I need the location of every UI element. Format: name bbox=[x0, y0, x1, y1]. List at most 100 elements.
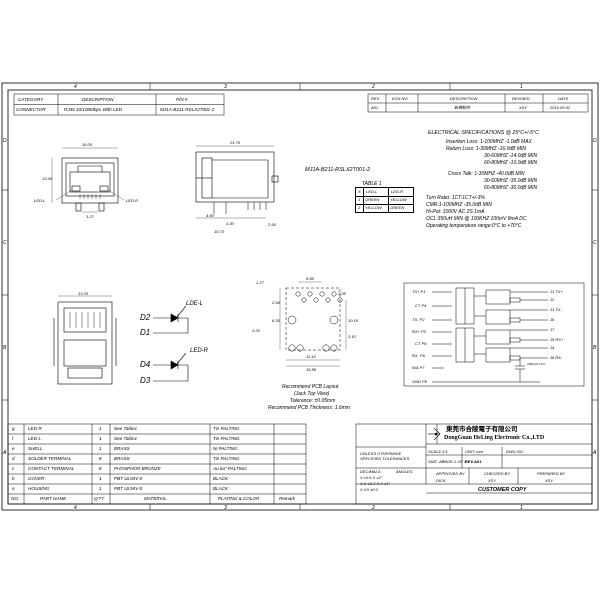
customer-copy-label: CUSTOMER COPY bbox=[478, 487, 527, 493]
unit: UNIT: mm bbox=[465, 449, 483, 454]
schematic-pin-left: GND P8 bbox=[412, 379, 427, 384]
dim-pcb: 3.25 bbox=[252, 328, 260, 333]
led-table-cell: GREEN bbox=[365, 197, 380, 202]
dim-pcb: 1.27 bbox=[256, 280, 264, 285]
bom-cell: LED-R bbox=[28, 426, 42, 431]
dim-front-width: 16.00 bbox=[82, 142, 93, 147]
bom-cell: 1 bbox=[99, 436, 102, 441]
col-number-1: 1 bbox=[520, 84, 523, 90]
bom-cell: 1 bbox=[99, 486, 102, 491]
bom-header-remark: Remark bbox=[279, 496, 296, 501]
dim-pcb: 2.54 bbox=[272, 300, 280, 305]
bom-cell: 8 bbox=[99, 466, 102, 471]
led-label-d1: D1 bbox=[140, 328, 151, 337]
led-label-led-r: LED-R bbox=[190, 348, 209, 354]
row-letter-a: A bbox=[3, 450, 7, 456]
dim-side-d: 2.54 bbox=[268, 222, 276, 227]
dim-bottom-width: 13.20 bbox=[78, 291, 89, 296]
led-table-cell: YELLOW bbox=[390, 197, 407, 202]
spec-line-9: CMR:1-100MHZ -35.0dB MIN bbox=[426, 202, 492, 208]
bom-cell: Tin PALTING bbox=[213, 426, 240, 431]
col-number-2-bottom: 2 bbox=[372, 505, 375, 511]
checked-by-label: CHECKED BY bbox=[484, 471, 511, 476]
row-letter-d: D bbox=[3, 138, 7, 144]
dim-pcb: 10.16 bbox=[348, 318, 359, 323]
pcb-caption: Recommend PCB Layout bbox=[282, 384, 339, 390]
dim-front-pitch: 1.27 bbox=[86, 214, 94, 219]
dim-pcb: 15.88 bbox=[306, 367, 317, 372]
rev-value-rev: A01 bbox=[371, 105, 379, 110]
dim-pcb: 8.89 bbox=[306, 276, 314, 281]
bom-header-no: NO. bbox=[11, 496, 20, 501]
tolerance-line: X.XX ±0.2 bbox=[360, 487, 378, 492]
rev-header-ecn: ECN NO bbox=[392, 96, 408, 101]
row-letter-b: B bbox=[3, 345, 7, 351]
schematic-pin-right: J1 TX+ bbox=[550, 289, 563, 294]
dim-front-height: 13.45 bbox=[42, 176, 53, 181]
schematic-pin-right: J7 bbox=[550, 327, 555, 332]
dim-side-a: 4.50 bbox=[206, 213, 214, 218]
led-table-title: TABLE 1 bbox=[362, 181, 382, 187]
bom-row-c: c bbox=[12, 466, 15, 471]
bom-cell: PBT UL94V-0 bbox=[114, 486, 143, 491]
schematic-pin-right: J4 bbox=[550, 345, 555, 350]
bom-cell: CONTACT TERMINAL bbox=[28, 466, 75, 471]
pn-value: MJ1A-B211-RSLX2T001-2 bbox=[160, 107, 215, 112]
bom-row-a: a bbox=[12, 486, 15, 491]
bom-cell: Ni PALTING bbox=[213, 446, 238, 451]
bom-header-material: MATERIAL bbox=[144, 496, 167, 501]
approved-by-label: APPROVED BY bbox=[436, 471, 465, 476]
rev-header-rev: REV. bbox=[371, 96, 381, 101]
bom-cell: Au 6u" PALTING bbox=[213, 466, 247, 471]
row-letter-a-right: A bbox=[593, 450, 597, 456]
bom-row-e: e bbox=[12, 446, 15, 451]
bom-cell: BRASS bbox=[114, 456, 130, 461]
schematic-pin-right: J5 RX+ bbox=[550, 337, 564, 342]
part-number-label: MJ1A-B211-RSLX2T001-2 bbox=[305, 167, 371, 173]
spec-line-12: Operating temperature range:0°C to +70°C bbox=[426, 223, 522, 229]
schematic-pin-left: N/A P7 bbox=[412, 365, 425, 370]
bom-cell: See Table1 bbox=[114, 426, 138, 431]
bom-cell: 1 bbox=[99, 446, 102, 451]
dim-pcb: 3.10 bbox=[348, 334, 356, 339]
rev-header-description: DESCRIPTION bbox=[450, 96, 478, 101]
label-led-l: LED-L bbox=[34, 198, 46, 203]
bom-cell: Tin PALTING bbox=[213, 456, 240, 461]
schematic-pin-left: TX+ P1 bbox=[412, 289, 426, 294]
led-label-d3: D3 bbox=[140, 376, 151, 385]
bom-cell: BRASS bbox=[114, 446, 130, 451]
decimals-label: DECIMALS: bbox=[360, 469, 382, 474]
bom-header-plating: PLATING & COLOR bbox=[218, 496, 260, 501]
bom-cell: LED-L bbox=[28, 436, 42, 441]
label-led-r: LED-R bbox=[126, 198, 139, 203]
dim-pcb: 11.43 bbox=[306, 354, 316, 359]
bom-cell: 1 bbox=[99, 476, 102, 481]
rev: REV.A01 bbox=[465, 459, 482, 464]
spec-line-2: Return Loss: 1-30MHZ -16.0dB MIN bbox=[446, 146, 527, 152]
bom-cell: COVER bbox=[28, 476, 45, 481]
bom-row-g: g bbox=[12, 426, 15, 431]
spec-line-10: Hi-Pot: 1000V AC 2S 1mA bbox=[426, 209, 485, 215]
spec-line-3: 30-60MHZ -14.0dB MIN bbox=[484, 153, 538, 159]
bom-header-qty: Q'TY bbox=[94, 496, 105, 501]
led-table-cell: LED-R bbox=[391, 189, 404, 194]
spec-line-11: OCL:350uH MIN @ 100KHZ 100mV 8mA DC bbox=[426, 216, 527, 222]
company-name-cn: 東莞市合陵電子有限公司 bbox=[446, 426, 518, 433]
led-table-cell: GREEN bbox=[390, 205, 405, 210]
led-label-lde-l: LDE-L bbox=[186, 301, 204, 307]
prepared-by-value: XSY bbox=[545, 478, 554, 483]
bom-header-part-name: PART NAME bbox=[40, 496, 67, 501]
col-number-2: 2 bbox=[372, 84, 375, 90]
dim-side-b: 3.30 bbox=[226, 221, 234, 226]
schematic-pin-left: RX- P6 bbox=[412, 353, 425, 358]
led-label-d4: D4 bbox=[140, 360, 151, 369]
prepared-by-label: PREPARED BY bbox=[537, 471, 566, 476]
description-value: RJ45 10/100Mbps With LED bbox=[64, 107, 122, 112]
schematic-pin-left: TX- P2 bbox=[412, 317, 425, 322]
spec-line-1: Insertion Loss: 1-100MHZ -1.0dB MAX bbox=[446, 139, 532, 145]
bom-cell: SHELL bbox=[28, 446, 43, 451]
led-table: X LED-L LED-R 1 GREEN YELLOW 2 YELLOW GR… bbox=[355, 187, 414, 213]
led-table-cell: X bbox=[358, 189, 361, 194]
pcb-caption: Tolerance: ±0.05mm bbox=[290, 398, 336, 404]
led-label-d2: D2 bbox=[140, 313, 151, 322]
